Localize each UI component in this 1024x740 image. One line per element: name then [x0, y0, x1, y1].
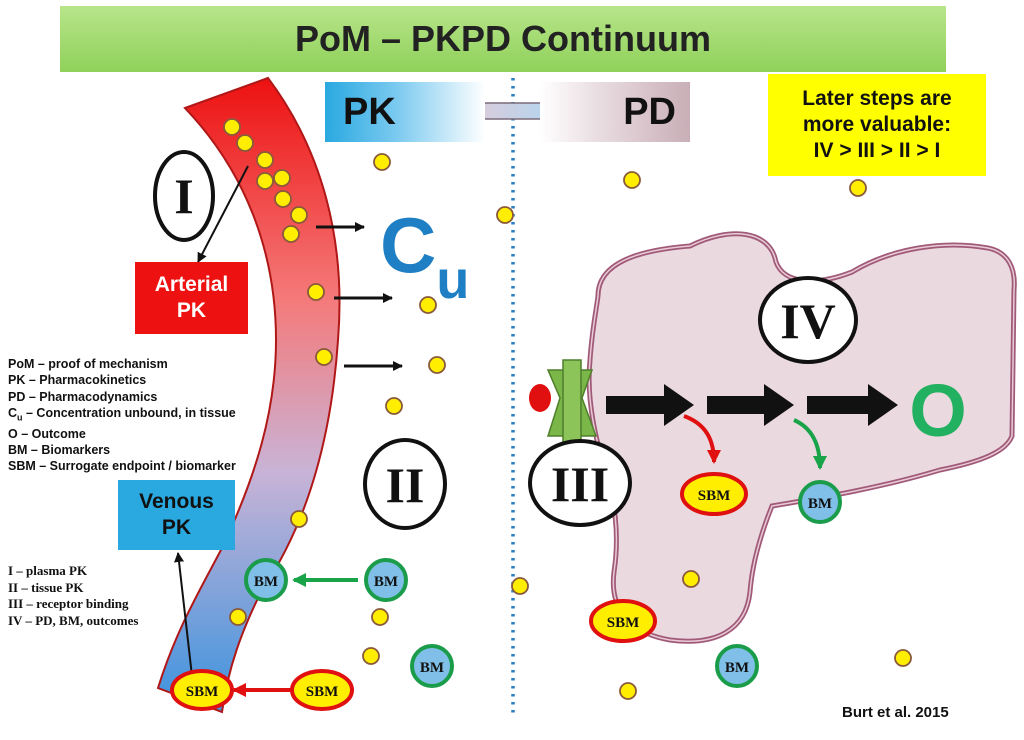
stage-legend-four: IV – PD, BM, outcomes [8, 612, 139, 628]
cu-label: Cu [380, 201, 469, 310]
sbm-release-arrow [683, 414, 721, 464]
pd-label-box: PD [540, 82, 690, 142]
svg-text:SBM: SBM [607, 615, 640, 631]
svg-text:BM: BM [808, 496, 832, 512]
ligand-icon [529, 384, 551, 412]
abbrev-sbm: SBM – Surrogate endpoint / biomarker [8, 459, 236, 474]
later-steps-callout: Later steps are more valuable: IV > III … [768, 74, 986, 176]
bm-marker-interstitial: BM [410, 644, 454, 688]
bm-release-arrow [793, 418, 827, 470]
venous-pk-line-2: PK [161, 516, 192, 539]
pd-cascade-arrows [606, 384, 898, 426]
stage-three-label: III [551, 456, 609, 512]
page-title: PoM – PKPD Continuum [295, 18, 711, 59]
sbm-marker-tissue: SBM [290, 669, 354, 711]
outcome-label: O [909, 369, 967, 452]
sbm-marker-outside-cell: SBM [589, 599, 657, 643]
sbm-marker-vessel: SBM [170, 669, 234, 711]
stage-legend-two: II – tissue PK [8, 579, 84, 595]
stage-two-marker: II [363, 438, 447, 530]
abbreviation-legend: PoM – proof of mechanism PK – Pharmacoki… [8, 356, 236, 475]
stage-one-label: I [174, 168, 193, 224]
pk-label: PK [343, 90, 396, 133]
arterial-pk-line-1: Arterial [154, 272, 229, 296]
pk-label-box: PK [325, 82, 485, 142]
bm-marker-vessel: BM [244, 558, 288, 602]
stage-legend: I – plasma PK II – tissue PK III – recep… [8, 563, 138, 629]
citation: Burt et al. 2015 [842, 704, 949, 721]
later-steps-line-3: IV > III > II > I [813, 139, 941, 163]
svg-text:SBM: SBM [306, 684, 339, 700]
abbrev-pom: PoM – proof of mechanism [8, 357, 168, 371]
later-steps-line-1: Later steps are [802, 86, 952, 110]
abbrev-cu: Cu – Concentration unbound, in tissue [8, 405, 236, 423]
venous-pk-box: Venous PK [118, 480, 235, 550]
bm-marker-cell: BM [798, 480, 842, 524]
stage-legend-three: III – receptor binding [8, 596, 129, 611]
arterial-pk-line-2: PK [176, 299, 207, 322]
sbm-marker-cell: SBM [680, 472, 748, 516]
stage-one-marker: I [153, 150, 215, 242]
abbrev-pk: PK – Pharmacokinetics [8, 373, 147, 388]
arterial-pk-box: Arterial PK [135, 262, 248, 334]
stage-four-label: IV [780, 293, 836, 349]
bm-marker-outside-cell: BM [715, 644, 759, 688]
venous-pointer-arrow [174, 552, 193, 677]
svg-text:BM: BM [374, 574, 398, 590]
later-steps-line-2: more valuable: [802, 112, 952, 136]
stage-two-label: II [386, 457, 425, 513]
svg-text:SBM: SBM [186, 684, 219, 700]
stage-four-marker: IV [758, 276, 858, 364]
distribution-arrows [316, 222, 403, 371]
title-banner: PoM – PKPD Continuum [60, 6, 946, 72]
svg-text:BM: BM [254, 574, 278, 590]
receptor-icon [546, 359, 598, 443]
svg-text:BM: BM [420, 660, 444, 676]
arterial-pointer-arrow [197, 165, 249, 263]
venous-pk-line-1: Venous [139, 489, 214, 513]
stage-three-marker: III [528, 439, 632, 527]
abbrev-pd: PD – Pharmacodynamics [8, 389, 158, 404]
stage-legend-one: I – plasma PK [8, 563, 88, 578]
pd-label: PD [623, 90, 676, 133]
abbrev-bm: BM – Biomarkers [8, 442, 111, 457]
drug-particles [223, 118, 912, 700]
bm-marker-tissue: BM [364, 558, 408, 602]
svg-text:BM: BM [725, 660, 749, 676]
abbrev-o: O – Outcome [8, 426, 86, 441]
svg-text:SBM: SBM [698, 488, 731, 504]
